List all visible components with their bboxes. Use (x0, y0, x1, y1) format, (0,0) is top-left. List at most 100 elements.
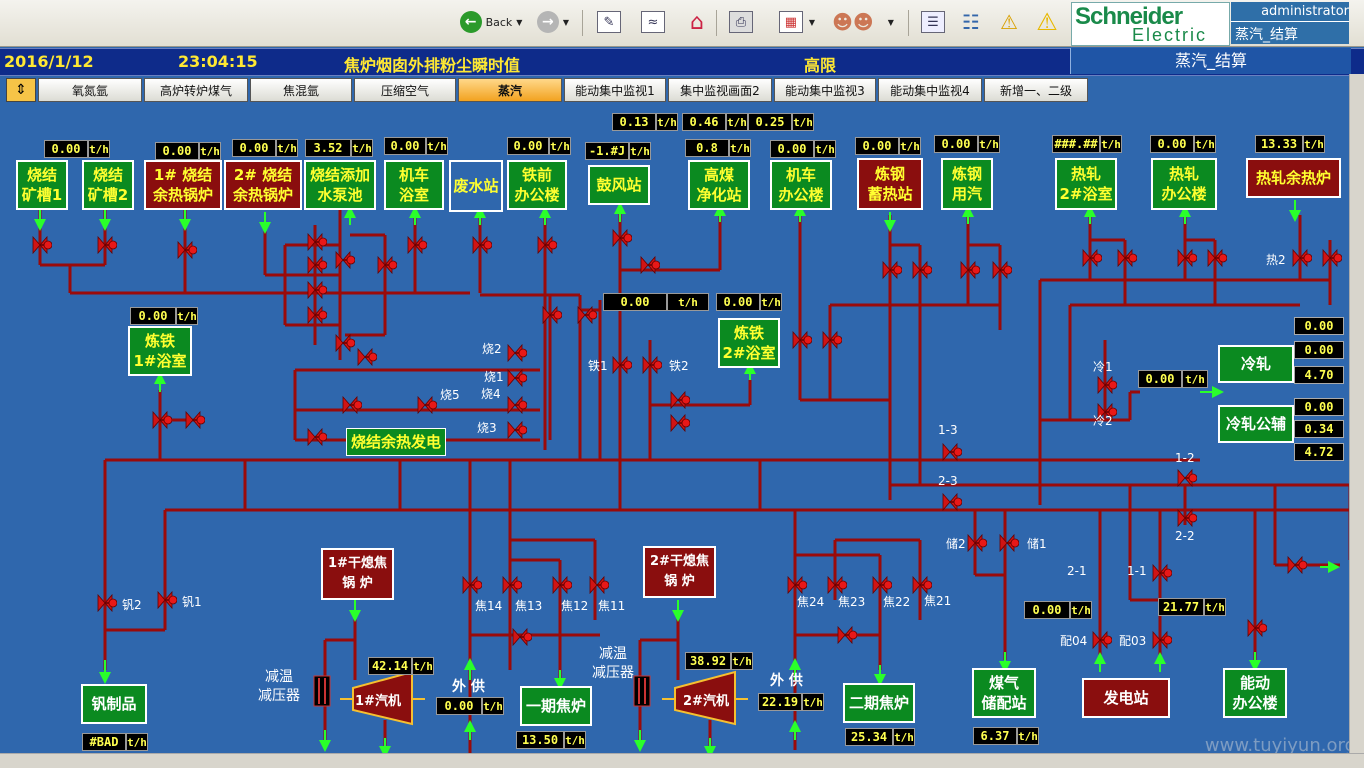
tab-steam[interactable]: 蒸汽 (458, 78, 562, 102)
valve-label-2-1: 2-1 (1067, 564, 1087, 578)
tab-monitor-1[interactable]: 能动集中监视1 (564, 78, 666, 102)
alarm-list-button[interactable]: ⚠ (994, 8, 1024, 36)
desuperheater-1-label: 减温 减压器 (258, 669, 300, 704)
unit-steel-accumulator[interactable]: 炼钢 蓄热站 (857, 158, 923, 210)
valve-label-pei04: 配04 (1060, 634, 1088, 648)
valve-label-2-2: 2-2 (1175, 529, 1195, 543)
valve-label-1-1: 1-1 (1127, 564, 1147, 578)
unit-energy-office[interactable]: 能动 办公楼 (1223, 668, 1287, 718)
dropdown-icon: ▼ (887, 17, 894, 27)
unit-coke-oven-2[interactable]: 二期焦炉 (843, 683, 915, 723)
valve-label-shao4: 烧4 (481, 387, 501, 401)
valve-label-leng2: 冷2 (1093, 414, 1113, 428)
unit-cold-rolling-utility[interactable]: 冷轧公辅 (1218, 405, 1294, 443)
dropdown-icon: ▼ (562, 17, 570, 27)
unit-sinter-boiler-2[interactable]: 2# 烧结 余热锅炉 (224, 160, 302, 210)
report-button[interactable]: ▦▼ (772, 8, 822, 36)
unit-gas-storage[interactable]: 煤气 储配站 (972, 668, 1036, 718)
back-arrow-icon: ← (459, 11, 482, 33)
tab-monitor-3[interactable]: 能动集中监视3 (774, 78, 876, 102)
valve-label-shao1: 烧1 (484, 370, 504, 384)
unit-sinter-bin-2[interactable]: 烧结 矿槽2 (82, 160, 134, 210)
tab-oxygen[interactable]: 氧氮氩 (38, 78, 142, 102)
header-alarm-level: 高限 (804, 56, 837, 75)
unit-ironworks-office[interactable]: 铁前 办公楼 (507, 160, 567, 210)
tab-coke-gas[interactable]: 焦混氩 (250, 78, 352, 102)
unit-power-station[interactable]: 发电站 (1082, 678, 1170, 718)
desuperheater-2 (633, 675, 651, 707)
unit-hot-rolling-heat-furnace[interactable]: 热轧余热炉 (1246, 158, 1341, 198)
dropdown-icon: ▼ (808, 17, 816, 27)
dropdown-icon: ▼ (516, 17, 523, 27)
tab-new-level[interactable]: 新增一、二级 (984, 78, 1088, 102)
pipes (38, 210, 1364, 760)
unit-cdq-boiler-1[interactable]: 1#干熄焦 锅 炉 (321, 548, 394, 600)
external-supply-2-label: 外 供 (770, 673, 803, 689)
flow-readout-hot-rolling-bath: ###.##t/h (1052, 135, 1122, 153)
tab-furnace-gas[interactable]: 高炉转炉煤气 (144, 78, 248, 102)
network-icon: ☷ (962, 10, 980, 34)
valve-label-chu1: 储1 (1027, 537, 1047, 551)
network-button[interactable]: ☷ (956, 8, 986, 36)
chart-button[interactable]: ≈ (640, 8, 666, 36)
unit-cdq-boiler-2[interactable]: 2#干熄焦 锅 炉 (643, 546, 716, 598)
notes-button[interactable]: ☰ (920, 8, 946, 36)
print-button[interactable]: ⎙ (728, 8, 754, 36)
readout-cold-utility-1: 0.00 (1294, 398, 1344, 416)
unit-sinter-heat-power[interactable]: 烧结余热发电 (346, 428, 446, 456)
home-button[interactable]: ⌂ (684, 8, 710, 36)
back-button[interactable]: ← Back ▼ (456, 8, 526, 36)
users-button[interactable]: ☻☻▼ (828, 8, 898, 36)
user-panel: administrator 蒸汽_结算 (1231, 2, 1349, 44)
collapse-button[interactable]: ⇕ (6, 78, 36, 102)
unit-cold-rolling[interactable]: 冷轧 (1218, 345, 1294, 383)
unit-sinter-pump-pool[interactable]: 烧结添加 水泵池 (304, 160, 376, 210)
alarm-button[interactable]: ⚠ (1032, 8, 1062, 36)
unit-hot-rolling-bath[interactable]: 热轧 2#浴室 (1055, 158, 1117, 210)
valve-label-chu2: 储2 (946, 537, 966, 551)
tab-monitor-2[interactable]: 集中监视画面2 (668, 78, 772, 102)
turbine-1-label: 1#汽机 (355, 694, 401, 709)
unit-ironmaking-bath-1[interactable]: 炼铁 1#浴室 (128, 326, 192, 376)
unit-steelmaking-steam[interactable]: 炼钢 用汽 (941, 158, 993, 210)
unit-locomotive-office[interactable]: 机车 办公楼 (770, 160, 832, 210)
vertical-scrollbar[interactable] (1349, 74, 1364, 754)
unit-coke-oven-1[interactable]: 一期焦炉 (520, 686, 592, 726)
warning-icon: ⚠ (1036, 8, 1058, 36)
valve-label-jiao14: 焦14 (475, 599, 503, 613)
horizontal-scrollbar[interactable] (0, 753, 1364, 768)
unit-blower-station[interactable]: 鼓风站 (588, 165, 650, 205)
unit-wastewater-station[interactable]: 废水站 (449, 160, 503, 212)
edit-button[interactable]: ✎ (596, 8, 622, 36)
valve-label-jiao12: 焦12 (561, 599, 589, 613)
valve-label-1-3: 1-3 (938, 423, 958, 437)
header-alarm-title: 焦炉烟囱外排粉尘瞬时值 (344, 56, 521, 75)
page-title: 蒸汽_结算 (1070, 48, 1351, 74)
valve-label-jiao23: 焦23 (838, 595, 866, 609)
tab-compressed-air[interactable]: 压缩空气 (354, 78, 456, 102)
unit-hot-rolling-office[interactable]: 热轧 办公楼 (1151, 158, 1217, 210)
forward-button[interactable]: → ▼ (530, 8, 576, 36)
unit-gas-purification[interactable]: 高煤 净化站 (688, 160, 750, 210)
desuperheater-1 (313, 675, 331, 707)
unit-sinter-boiler-1[interactable]: 1# 烧结 余热锅炉 (144, 160, 222, 210)
user-page: 蒸汽_结算 (1235, 27, 1298, 43)
unit-vanadium-products[interactable]: 钒制品 (81, 684, 147, 724)
unit-locomotive-bath[interactable]: 机车 浴室 (384, 160, 444, 210)
tab-monitor-4[interactable]: 能动集中监视4 (878, 78, 982, 102)
unit-sinter-bin-1[interactable]: 烧结 矿槽1 (16, 160, 68, 210)
readout-cold-utility-3: 4.72 (1294, 443, 1344, 461)
unit-ironmaking-bath-2[interactable]: 炼铁 2#浴室 (718, 318, 780, 368)
